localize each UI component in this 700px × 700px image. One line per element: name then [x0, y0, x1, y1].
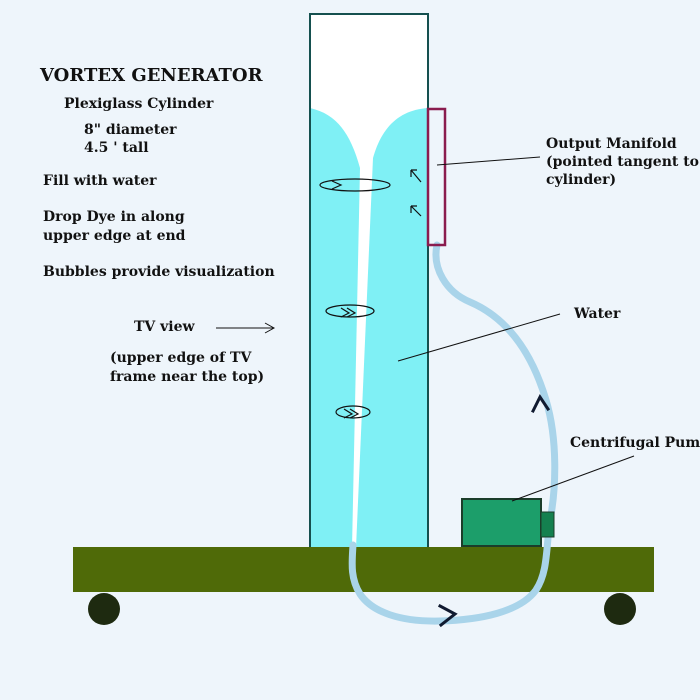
dye-note-line1: Drop Dye in along [43, 209, 185, 225]
manifold-leader-line [436, 156, 541, 166]
tv-note-line2: frame near the top) [110, 369, 265, 385]
swirl-indicator-top [319, 178, 391, 192]
tv-note-line1: (upper edge of TV [110, 350, 252, 366]
swirl-indicator-bottom [335, 405, 371, 419]
centrifugal-pump [461, 498, 542, 547]
swirl-arrow-bottom [343, 408, 360, 419]
base-platform [73, 547, 654, 592]
swirl-arrow-middle [340, 307, 357, 318]
left-wheel [88, 593, 120, 625]
water-column [310, 108, 360, 548]
manifold-label-line3: cylinder) [546, 172, 617, 188]
tv-view-arrow [216, 322, 276, 334]
right-wheel [604, 593, 636, 625]
diagram-title: VORTEX GENERATOR [40, 65, 263, 86]
output-manifold [426, 107, 447, 247]
cylinder-note: Plexiglass Cylinder [64, 96, 214, 112]
pump-label: Centrifugal Pump [570, 435, 700, 451]
manifold-label-line1: Output Manifold [546, 136, 677, 152]
swirl-indicator-middle [325, 304, 375, 318]
water-column-right [356, 108, 428, 548]
flow-arrow-bottom [437, 603, 458, 628]
bubbles-note: Bubbles provide visualization [43, 264, 275, 280]
diameter-note: 8" diameter [84, 122, 177, 138]
pump-leader-line [511, 455, 635, 502]
inflow-arrow-1 [410, 169, 422, 183]
inflow-arrow-2 [410, 205, 422, 217]
manifold-label-line2: (pointed tangent to [546, 154, 700, 170]
dye-note-line2: upper edge at end [43, 228, 186, 244]
fill-note: Fill with water [43, 173, 157, 189]
swirl-arrow-top [331, 180, 343, 190]
return-tube [348, 241, 559, 625]
flow-arrow-up [530, 394, 551, 414]
tv-view-label: TV view [134, 319, 195, 335]
pump-outlet [540, 511, 555, 538]
water-label: Water [574, 306, 621, 322]
height-note: 4.5 ' tall [84, 140, 149, 156]
water-leader-line [397, 313, 561, 362]
